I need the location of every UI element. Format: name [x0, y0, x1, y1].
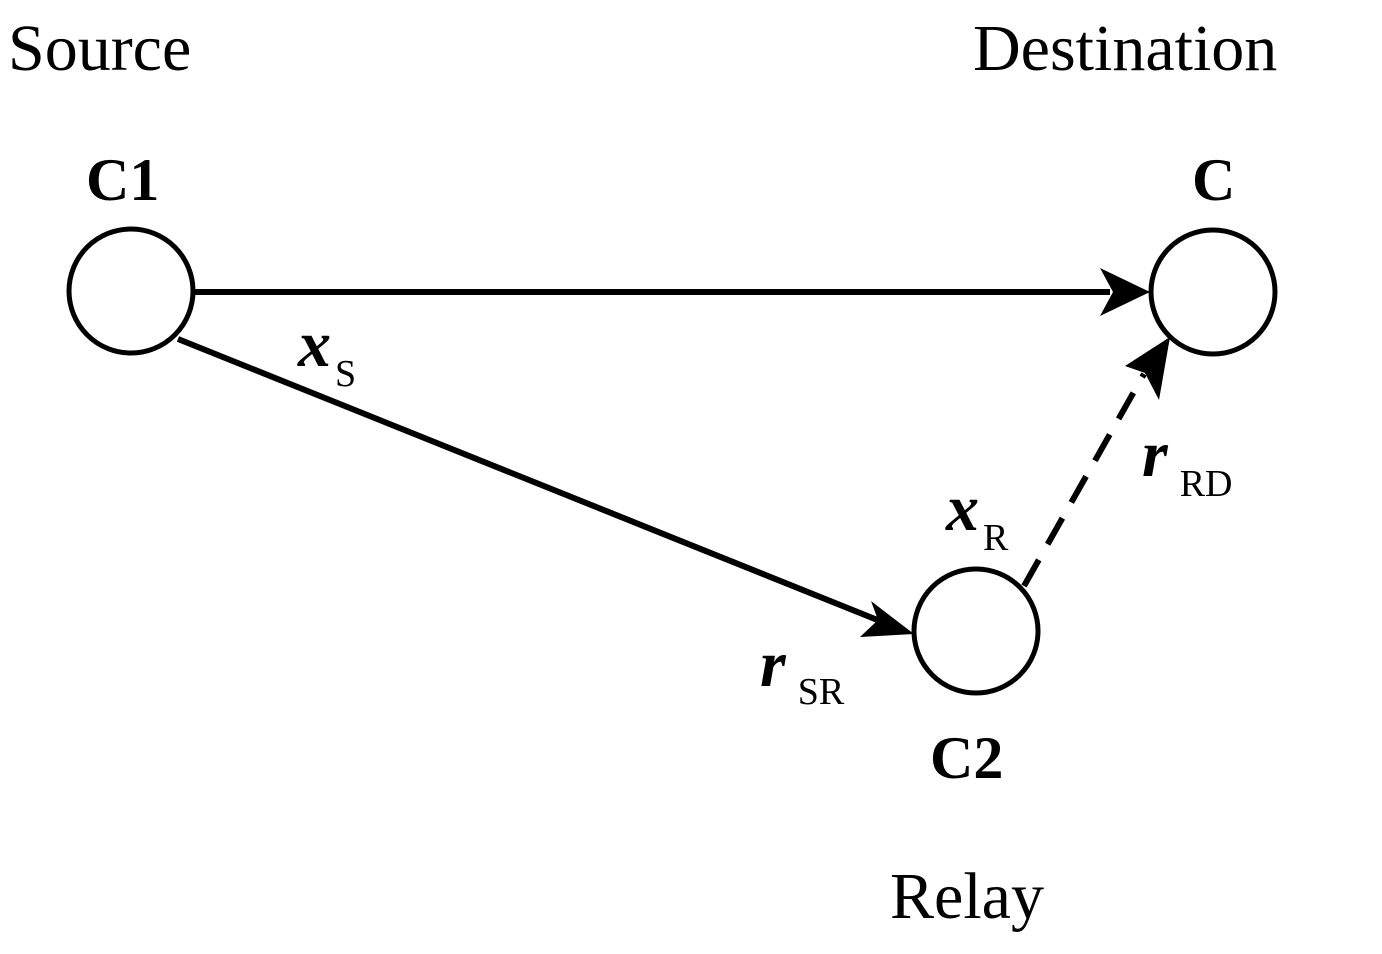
node-c2 — [911, 566, 1041, 696]
arrowhead-destination — [1100, 268, 1150, 316]
signal-xs-subscript: S — [335, 353, 356, 395]
node-c — [1148, 227, 1278, 357]
signal-rsr-symbol: r — [760, 628, 787, 701]
node-c2-label: C2 — [930, 725, 1003, 791]
source-label: Source — [8, 12, 191, 85]
arrowhead-relay-destination — [1125, 337, 1170, 400]
signal-rrd-symbol: r — [1142, 418, 1169, 491]
edge-relay-to-destination — [1021, 372, 1147, 588]
signal-rsr-subscript: SR — [798, 671, 845, 713]
signal-xr-symbol: x — [945, 472, 979, 545]
signal-rrd-subscript: RD — [1180, 463, 1233, 505]
node-c-label: C — [1192, 147, 1235, 213]
node-c1 — [66, 226, 196, 356]
signal-xs-symbol: x — [297, 308, 331, 381]
node-c1-label: C1 — [86, 147, 159, 213]
edge-source-to-relay — [176, 336, 882, 624]
relay-label: Relay — [890, 860, 1044, 933]
arrowhead-relay — [860, 601, 914, 637]
signal-xr-subscript: R — [983, 517, 1009, 559]
destination-label: Destination — [973, 12, 1277, 85]
